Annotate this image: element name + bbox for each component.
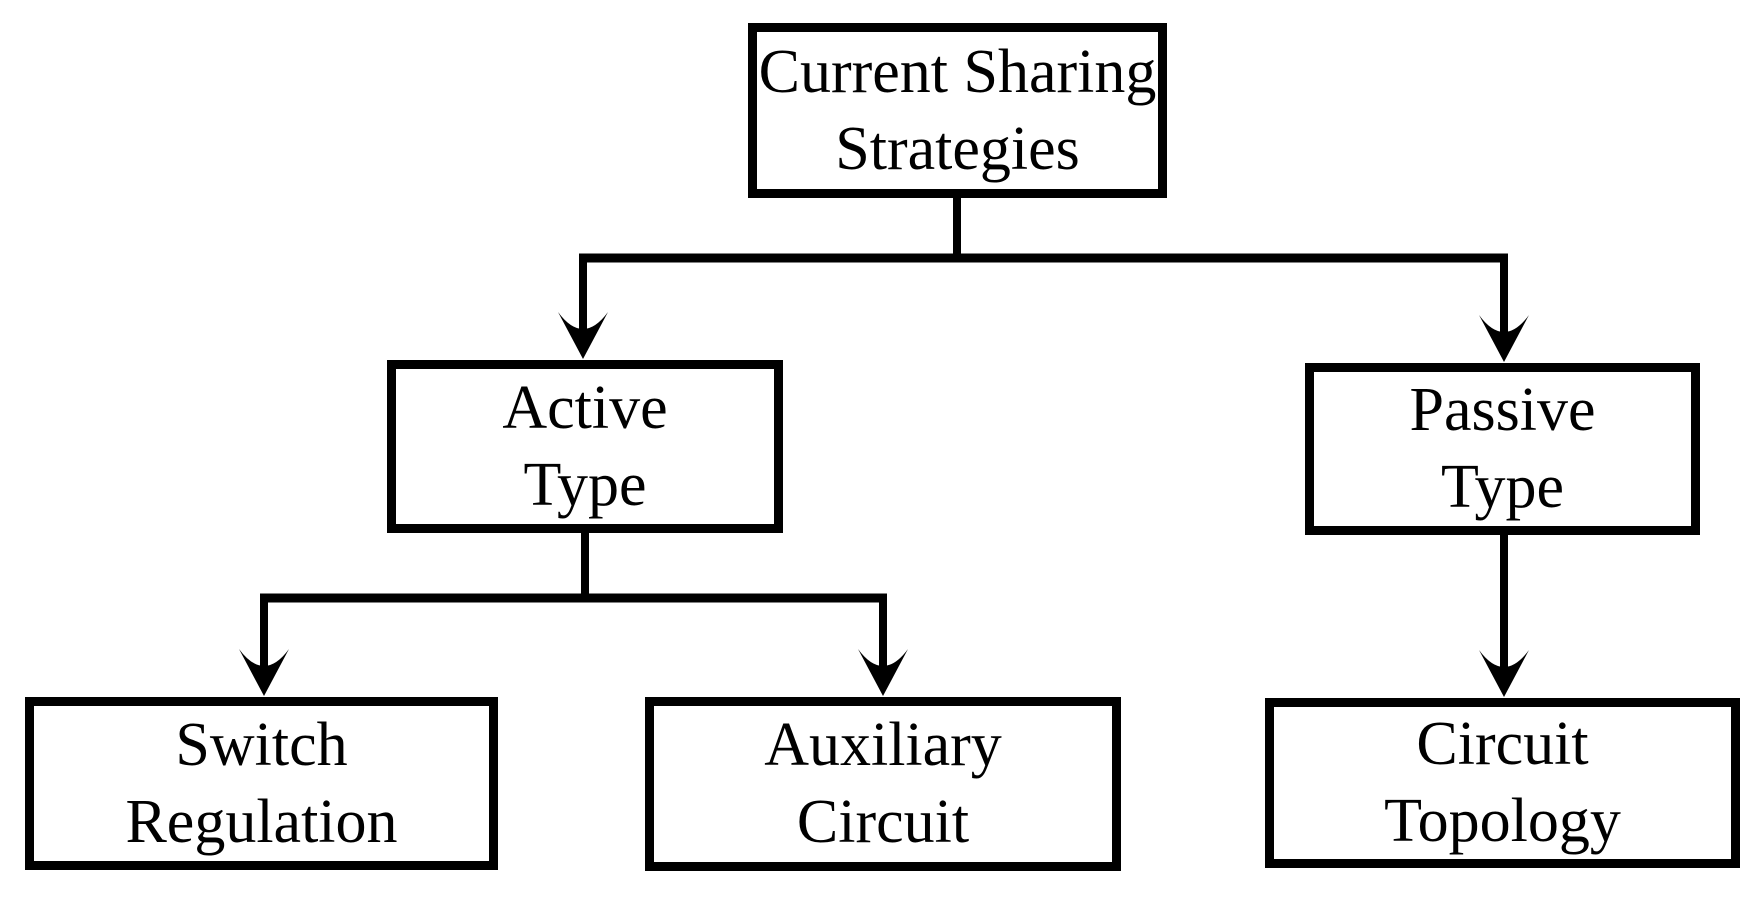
arrowhead-switch-icon (239, 649, 289, 696)
node-label: Auxiliary Circuit (764, 711, 1002, 856)
node-label: Passive Type (1409, 376, 1596, 521)
node-label: Switch Regulation (125, 710, 398, 856)
node-label: Active Type (502, 373, 668, 519)
node-active-type: Active Type (387, 360, 783, 533)
node-passive-type: Passive Type (1305, 363, 1700, 535)
node-auxiliary-circuit: Auxiliary Circuit (645, 697, 1121, 871)
arrowhead-auxiliary-icon (858, 649, 908, 696)
node-label: Current Sharing Strategies (758, 37, 1157, 183)
arrowhead-topology-icon (1479, 650, 1529, 697)
node-current-sharing-strategies: Current Sharing Strategies (748, 23, 1167, 198)
node-circuit-topology: Circuit Topology (1265, 698, 1740, 868)
node-label: Circuit Topology (1384, 710, 1621, 855)
arrowhead-passive-icon (1479, 315, 1529, 362)
arrowhead-active-icon (558, 312, 608, 359)
node-switch-regulation: Switch Regulation (25, 697, 498, 870)
